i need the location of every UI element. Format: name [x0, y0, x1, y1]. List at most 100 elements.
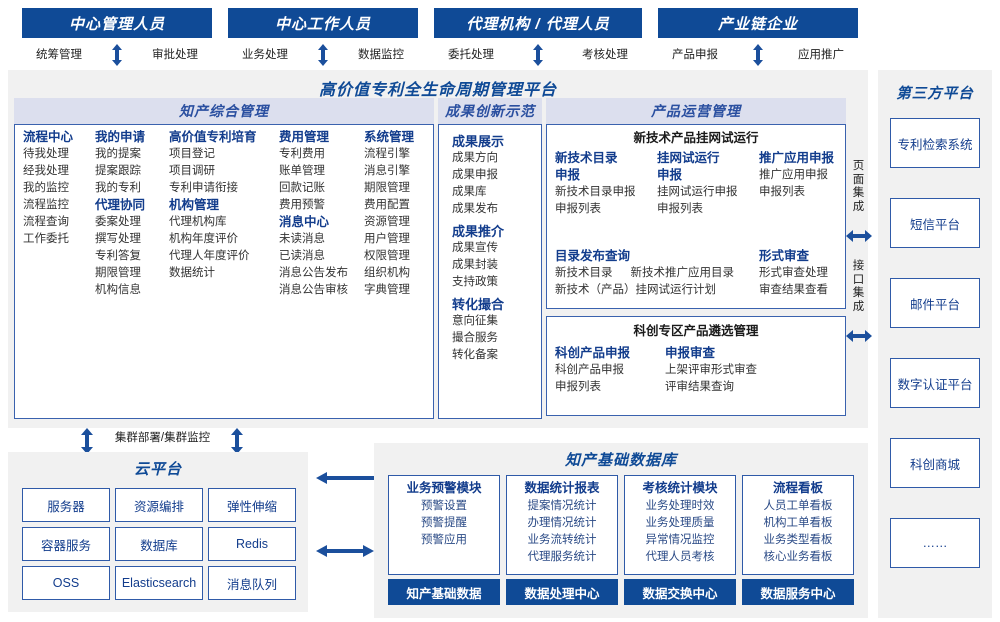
third-party-item-2[interactable]: 邮件平台: [890, 278, 980, 328]
ip-item-2-6[interactable]: 机构年度评价: [169, 233, 238, 245]
ip-item-4-6[interactable]: 用户管理: [364, 233, 410, 245]
db-column-item-2-1[interactable]: 业务处理质量: [645, 517, 715, 529]
cloud-cell-8[interactable]: 消息队列: [208, 566, 296, 600]
cloud-cell-1[interactable]: 资源编排: [115, 488, 203, 522]
ip-item-1-6[interactable]: 撰写处理: [95, 233, 141, 245]
page-title: 高价值专利全生命周期管理平台: [318, 82, 557, 99]
db-column-item-1-2[interactable]: 业务流转统计: [527, 534, 597, 546]
ip-item-4-3[interactable]: 期限管理: [364, 182, 410, 194]
db-column-item-1-3[interactable]: 代理服务统计: [527, 551, 597, 563]
ip-item-2-2[interactable]: 项目调研: [169, 165, 215, 177]
ip-item-3-3[interactable]: 回款记账: [279, 182, 325, 194]
ip-item-4-1[interactable]: 流程引擎: [364, 148, 410, 160]
po-group-item-0-0[interactable]: 新技术目录申报: [555, 186, 636, 198]
po-row2-right-item-0[interactable]: 形式审查处理: [759, 267, 828, 279]
ip-item-4-9[interactable]: 字典管理: [364, 284, 410, 296]
ip-item-2-1[interactable]: 项目登记: [169, 148, 215, 160]
ip-item-0-5[interactable]: 流程查询: [23, 216, 69, 228]
po-row2-left-item-1[interactable]: 新技术推广应用目录: [630, 267, 735, 279]
ip-item-1-7[interactable]: 专利答复: [95, 250, 141, 262]
ip-item-1-9[interactable]: 机构信息: [95, 284, 141, 296]
db-column-item-0-2[interactable]: 预警应用: [421, 534, 467, 546]
po2-group-item-0-0[interactable]: 科创产品申报: [555, 364, 624, 376]
ach-item-8[interactable]: 支持政策: [452, 276, 498, 288]
third-party-item-1[interactable]: 短信平台: [890, 198, 980, 248]
ip-item-0-2[interactable]: 经我处理: [23, 165, 69, 177]
db-column-footer-3[interactable]: 数据服务中心: [742, 579, 854, 605]
ach-item-7[interactable]: 成果封装: [452, 259, 498, 271]
ach-item-3[interactable]: 成果库: [452, 186, 487, 198]
third-party-item-5[interactable]: ……: [890, 518, 980, 568]
ip-item-4-8[interactable]: 组织机构: [364, 267, 410, 279]
db-column-item-2-3[interactable]: 代理人员考核: [645, 551, 715, 563]
ip-item-3-4[interactable]: 费用预警: [279, 199, 325, 211]
ip-item-0-4[interactable]: 流程监控: [23, 199, 69, 211]
ach-item-4[interactable]: 成果发布: [452, 203, 498, 215]
ach-item-11[interactable]: 撮合服务: [452, 332, 498, 344]
third-party-item-0[interactable]: 专利检索系统: [890, 118, 980, 168]
third-party-item-4[interactable]: 科创商城: [890, 438, 980, 488]
po2-group-item-1-0[interactable]: 上架评审形式审查: [665, 364, 757, 376]
ip-item-1-3[interactable]: 我的专利: [95, 182, 141, 194]
po2-group-item-1-1[interactable]: 评审结果查询: [665, 381, 734, 393]
db-column-item-3-1[interactable]: 机构工单看板: [763, 517, 833, 529]
po-group-item-1-0[interactable]: 挂网试运行申报: [657, 186, 738, 198]
po-group-item-0-1[interactable]: 申报列表: [555, 203, 601, 215]
ip-item-2-8[interactable]: 数据统计: [169, 267, 215, 279]
cloud-cell-3[interactable]: 容器服务: [22, 527, 110, 561]
db-column-item-3-3[interactable]: 核心业务看板: [763, 551, 833, 563]
po-group-item-1-1[interactable]: 申报列表: [657, 203, 703, 215]
ip-item-2-3[interactable]: 专利申请衔接: [169, 182, 238, 194]
ach-item-6[interactable]: 成果宣传: [452, 242, 498, 254]
db-column-item-2-2[interactable]: 异常情况监控: [645, 534, 715, 546]
db-column-item-0-1[interactable]: 预警提醒: [421, 517, 467, 529]
ach-item-12[interactable]: 转化备案: [452, 349, 498, 361]
po-row2-right-item-1[interactable]: 审查结果查看: [759, 284, 828, 296]
ip-item-4-2[interactable]: 消息引擎: [364, 165, 410, 177]
po-group-item-2-0[interactable]: 推广应用申报: [759, 169, 828, 181]
cloud-cell-6[interactable]: OSS: [22, 566, 110, 600]
ach-item-2[interactable]: 成果申报: [452, 169, 498, 181]
ip-item-3-9[interactable]: 消息公告审核: [279, 284, 348, 296]
db-column-item-1-0[interactable]: 提案情况统计: [527, 500, 597, 512]
db-column-item-2-0[interactable]: 业务处理时效: [645, 500, 715, 512]
ip-item-1-5[interactable]: 委案处理: [95, 216, 141, 228]
ip-item-3-1[interactable]: 专利费用: [279, 148, 325, 160]
ip-item-3-2[interactable]: 账单管理: [279, 165, 325, 177]
ip-item-3-8[interactable]: 消息公告发布: [279, 267, 348, 279]
ip-item-3-6[interactable]: 未读消息: [279, 233, 325, 245]
ip-item-1-1[interactable]: 我的提案: [95, 148, 141, 160]
ach-item-1[interactable]: 成果方向: [452, 152, 498, 164]
ip-item-3-7[interactable]: 已读消息: [279, 250, 325, 262]
db-column-item-3-0[interactable]: 人员工单看板: [763, 500, 833, 512]
po-row2-left-item-0[interactable]: 新技术目录: [555, 267, 613, 279]
ip-item-4-7[interactable]: 权限管理: [364, 250, 410, 262]
ip-item-4-4[interactable]: 费用配置: [364, 199, 410, 211]
db-column-footer-2[interactable]: 数据交换中心: [624, 579, 736, 605]
po-group-item-2-1[interactable]: 申报列表: [759, 186, 805, 198]
ip-item-4-5[interactable]: 资源管理: [364, 216, 410, 228]
cloud-db-arrow-single-icon: [316, 472, 374, 484]
ip-item-0-3[interactable]: 我的监控: [23, 182, 69, 194]
db-column-footer-1[interactable]: 数据处理中心: [506, 579, 618, 605]
cloud-cell-2[interactable]: 弹性伸缩: [208, 488, 296, 522]
cloud-cell-5[interactable]: Redis: [208, 527, 296, 561]
po2-group-item-0-1[interactable]: 申报列表: [555, 381, 601, 393]
third-party-item-3[interactable]: 数字认证平台: [890, 358, 980, 408]
ip-item-1-2[interactable]: 提案跟踪: [95, 165, 141, 177]
ip-item-0-1[interactable]: 待我处理: [23, 148, 69, 160]
cloud-cell-7[interactable]: Elasticsearch: [115, 566, 203, 600]
db-column-item-1-1[interactable]: 办理情况统计: [527, 517, 597, 529]
ip-item-2-7[interactable]: 代理人年度评价: [169, 250, 250, 262]
ip-item-0-6[interactable]: 工作委托: [23, 233, 69, 245]
db-column-item-0-0[interactable]: 预警设置: [421, 500, 467, 512]
db-column-footer-0[interactable]: 知产基础数据: [388, 579, 500, 605]
ip-item-2-5[interactable]: 代理机构库: [169, 216, 227, 228]
cloud-cell-0[interactable]: 服务器: [22, 488, 110, 522]
po-row2-left-item-2[interactable]: 新技术（产品）挂网试运行计划: [555, 284, 716, 296]
ach-item-10[interactable]: 意向征集: [452, 315, 498, 327]
db-column-item-3-2[interactable]: 业务类型看板: [763, 534, 833, 546]
ip-item-1-8[interactable]: 期限管理: [95, 267, 141, 279]
cloud-cell-4[interactable]: 数据库: [115, 527, 203, 561]
label-api-integration: 接口集成: [852, 260, 865, 314]
